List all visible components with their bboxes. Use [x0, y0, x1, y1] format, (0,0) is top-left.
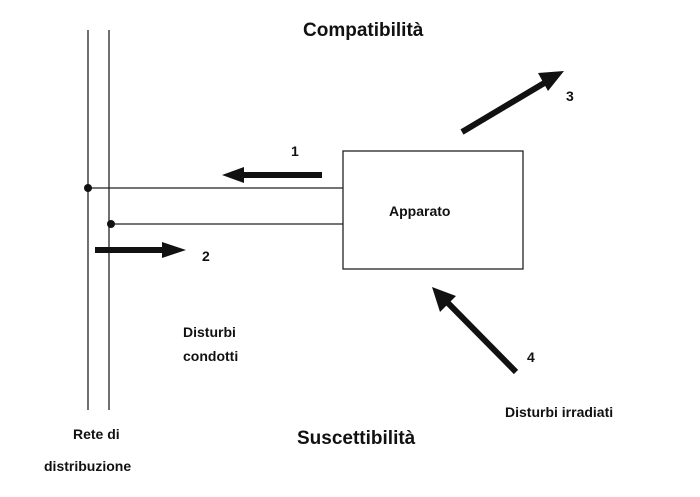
compatibility-title: Compatibilità [303, 20, 424, 41]
arrow-4-icon [432, 287, 519, 375]
junction-dot-2 [107, 220, 115, 228]
network-label-line2: distribuzione [44, 458, 132, 474]
device-label: Apparato [389, 203, 451, 219]
susceptibility-title: Suscettibilità [297, 428, 416, 449]
arrow-3-icon [460, 71, 564, 135]
network-label-line1: Rete di [73, 426, 120, 442]
arrow-4-label: 4 [527, 349, 535, 365]
conducted-label-line1: Disturbi [183, 324, 236, 340]
device-box [342, 150, 524, 270]
arrow-2-icon [95, 242, 186, 258]
conducted-label-line2: condotti [183, 348, 239, 364]
arrow-1-label: 1 [291, 143, 299, 159]
radiated-label: Disturbi irradiati [505, 404, 614, 420]
arrow-1-icon [222, 167, 322, 183]
arrow-3-label: 3 [566, 88, 574, 104]
arrow-2-label: 2 [202, 248, 210, 264]
junction-dot-1 [84, 184, 92, 192]
